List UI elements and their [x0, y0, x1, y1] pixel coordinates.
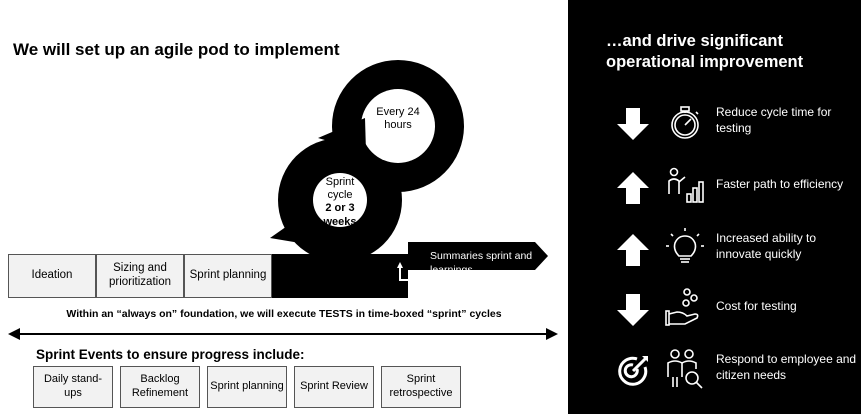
improvement-panel: …and drive significant operational impro… — [568, 0, 861, 414]
return-arrow-head — [397, 262, 403, 268]
person-chart-icon — [668, 167, 704, 203]
events-title: Sprint Events to ensure progress include… — [36, 347, 305, 362]
arrow-up-icon — [617, 234, 649, 266]
stopwatch-icon — [671, 106, 699, 139]
foundation-arrow-right — [546, 328, 558, 340]
sprint-cycle-label: Sprint cycle 2 or 3 weeks — [316, 176, 364, 229]
event-daily-standups: Daily stand-ups — [33, 366, 113, 408]
improvement-item: Increased ability to innovate quickly — [568, 222, 861, 272]
arrow-down-icon — [617, 294, 649, 326]
improvement-title: …and drive significant operational impro… — [606, 32, 804, 72]
hand-coins-icon — [665, 288, 699, 326]
event-sprint-review: Sprint Review — [294, 366, 374, 408]
sprint-cycle-inner — [313, 173, 367, 227]
daily-cycle-label: Every 24 hours — [376, 106, 420, 132]
improvement-item: Cost for testing — [568, 282, 861, 332]
people-search-icon — [667, 349, 703, 389]
implementation-panel: We will set up an agile pod to implement… — [8, 40, 558, 408]
lightbulb-icon — [666, 228, 704, 263]
arrow-down-icon — [617, 108, 649, 140]
arrow-up-icon — [617, 172, 649, 204]
improvement-text: Faster path to efficiency — [716, 177, 844, 192]
event-backlog-refinement: Backlog Refinement — [120, 366, 200, 408]
improvement-text: Reduce cycle time for testing — [716, 105, 832, 135]
phase-sizing: Sizing and prioritization — [96, 254, 184, 298]
return-arrow-line — [399, 268, 422, 281]
sprint-cycle-text: Sprint cycle — [325, 176, 355, 202]
foundation-arrow-left — [8, 328, 20, 340]
summary-label: Summaries sprint and learnings — [430, 250, 533, 276]
improvement-item: Reduce cycle time for testing — [568, 96, 861, 146]
event-sprint-planning: Sprint planning — [207, 366, 287, 408]
improvement-item: Respond to employee and citizen needs — [568, 343, 861, 393]
page-title: We will set up an agile pod to implement — [13, 40, 340, 59]
sprint-cycle-duration: 2 or 3 weeks — [323, 202, 357, 228]
improvement-item: Faster path to efficiency — [568, 160, 861, 210]
target-icon — [618, 356, 648, 386]
sprint-cycle-arrowhead — [270, 210, 318, 246]
improvement-text: Cost for testing — [716, 299, 797, 314]
daily-cycle-inner — [361, 89, 435, 163]
improvement-text: Respond to employee and citizen needs — [716, 352, 857, 382]
phase-sprint-planning: Sprint planning — [184, 254, 272, 298]
phase-ideation: Ideation — [8, 254, 96, 298]
foundation-caption: Within an “always on” foundation, we wil… — [66, 308, 502, 320]
event-sprint-retrospective: Sprint retrospective — [381, 366, 461, 408]
daily-cycle-arrowhead — [318, 118, 366, 152]
improvement-text: Increased ability to innovate quickly — [716, 231, 817, 261]
